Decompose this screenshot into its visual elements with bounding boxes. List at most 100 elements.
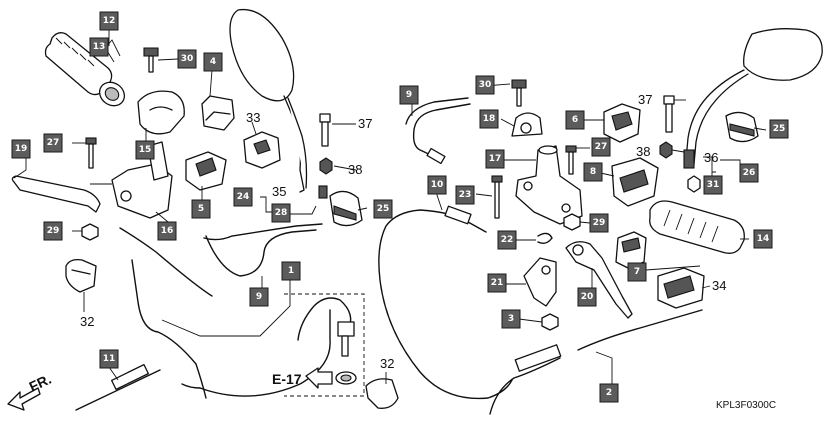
callout-20: 20 (577, 287, 597, 307)
callout-27-right: 27 (591, 137, 611, 157)
callout-29-left: 29 (43, 221, 63, 241)
svg-text:23: 23 (459, 190, 472, 200)
callout-10: 10 (427, 175, 447, 195)
bolt-30-right (511, 79, 527, 107)
bolt-30-left (143, 47, 159, 73)
svg-text:11: 11 (103, 354, 116, 364)
callout-25-right: 25 (769, 119, 789, 139)
nut-31 (687, 175, 701, 193)
callout-11: 11 (99, 349, 119, 369)
svg-text:25: 25 (377, 204, 390, 214)
callout-9-right: 9 (399, 85, 419, 105)
callout-8: 8 (583, 162, 603, 182)
clamp-32-left (65, 258, 97, 293)
svg-text:5: 5 (198, 204, 204, 214)
svg-text:22: 22 (501, 235, 514, 245)
label-32-center: 32 (380, 356, 394, 371)
callout-29-right: 29 (589, 213, 609, 233)
callout-25-left: 25 (373, 199, 393, 219)
bolt-37-left (319, 113, 331, 147)
callout-6: 6 (565, 110, 585, 130)
callout-16: 16 (157, 221, 177, 241)
nut-38-left (319, 157, 333, 175)
switch-6 (603, 103, 641, 143)
svg-text:20: 20 (581, 292, 594, 302)
callout-14: 14 (753, 229, 773, 249)
lever-bracket-16 (111, 141, 173, 219)
callout-27-left: 27 (43, 133, 63, 153)
wire-harness-9-left (203, 223, 323, 277)
callout-9-left: 9 (249, 287, 269, 307)
svg-text:18: 18 (483, 114, 496, 124)
screw-27-right (565, 145, 577, 175)
svg-text:10: 10 (431, 180, 444, 190)
label-34: 34 (712, 278, 726, 293)
svg-text:12: 12 (103, 16, 116, 26)
nut-38-right (659, 141, 673, 159)
e17-reference (284, 293, 365, 397)
label-37-right: 37 (638, 92, 652, 107)
svg-text:28: 28 (275, 208, 288, 218)
nut-29-left (81, 223, 99, 241)
callout-23: 23 (455, 185, 475, 205)
right-grip (649, 200, 745, 254)
callout-22: 22 (497, 230, 517, 250)
svg-text:16: 16 (161, 226, 174, 236)
svg-text:24: 24 (237, 192, 250, 202)
svg-text:2: 2 (606, 388, 612, 398)
cover-25-left (329, 190, 363, 227)
switch-5 (185, 151, 227, 191)
svg-text:27: 27 (595, 142, 608, 152)
callout-26: 26 (739, 163, 759, 183)
svg-text:6: 6 (572, 115, 578, 125)
housing-15 (137, 90, 185, 135)
screw-27-left (85, 137, 97, 169)
svg-text:9: 9 (256, 292, 262, 302)
diagram-code: KPL3F0300C (716, 400, 776, 411)
svg-text:21: 21 (491, 278, 504, 288)
right-mirror (683, 28, 823, 169)
label-38-left: 38 (348, 162, 362, 177)
bolt-37-right (663, 95, 675, 133)
svg-text:31: 31 (707, 180, 720, 190)
callout-31: 31 (703, 175, 723, 195)
label-35: 35 (272, 184, 286, 199)
left-grip (44, 32, 126, 107)
callout-18: 18 (479, 109, 499, 129)
callout-2: 2 (599, 383, 619, 403)
svg-text:14: 14 (757, 234, 770, 244)
svg-text:30: 30 (479, 80, 492, 90)
svg-text:4: 4 (210, 57, 216, 67)
bracket-21 (523, 257, 557, 307)
callout-30-left: 30 (177, 49, 197, 69)
callout-28: 28 (271, 203, 291, 223)
svg-text:25: 25 (773, 124, 786, 134)
callout-30-right: 30 (475, 75, 495, 95)
reference-label-e17: E-17 (272, 371, 302, 387)
cable-11-left (75, 227, 213, 411)
svg-text:29: 29 (47, 226, 60, 236)
nut-29-right (563, 213, 581, 231)
brake-lever-19 (11, 175, 101, 213)
callout-13: 13 (89, 37, 109, 57)
svg-text:19: 19 (15, 144, 28, 154)
switch-7 (615, 231, 647, 269)
svg-text:27: 27 (47, 138, 60, 148)
switch-34 (657, 267, 705, 309)
label-36: 36 (704, 150, 718, 165)
callout-12: 12 (99, 11, 119, 31)
label-37-left: 37 (358, 116, 372, 131)
svg-text:30: 30 (181, 54, 194, 64)
svg-text:26: 26 (743, 168, 756, 178)
svg-text:13: 13 (93, 42, 106, 52)
cable-2 (489, 309, 703, 415)
left-mirror (229, 8, 328, 199)
wire-harness-9-right (405, 97, 471, 165)
throttle-cable-10 (378, 205, 513, 400)
spring-22 (537, 232, 553, 245)
label-32-left: 32 (80, 314, 94, 329)
callout-1: 1 (281, 261, 301, 281)
clamp-32-center (365, 378, 399, 409)
washer-3 (541, 313, 559, 331)
front-direction-label: FR. (27, 371, 54, 395)
